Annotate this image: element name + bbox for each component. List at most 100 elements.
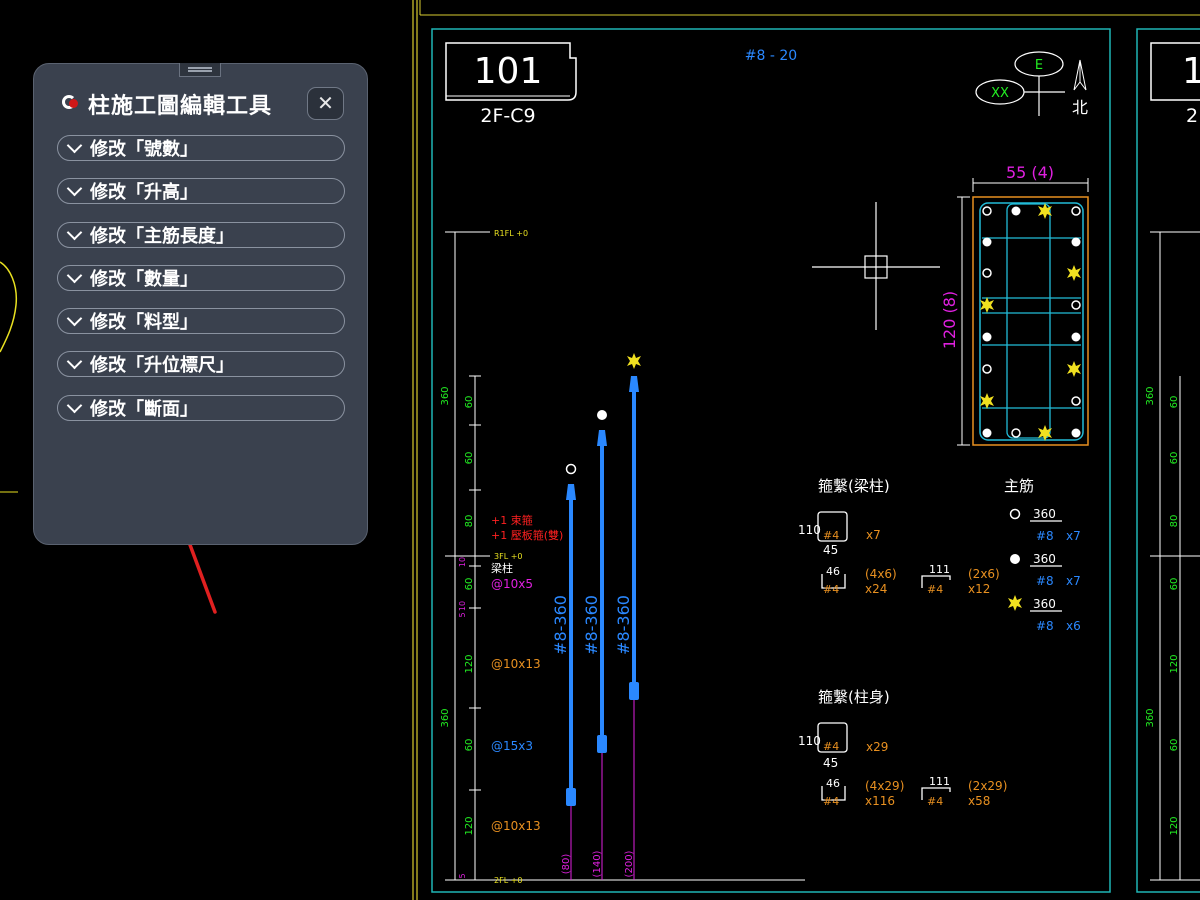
svg-text:120: 120: [1169, 654, 1180, 673]
svg-text:5: 5: [458, 873, 467, 878]
svg-text:110: 110: [798, 523, 821, 537]
svg-text:111: 111: [929, 563, 950, 576]
svg-text:60: 60: [464, 396, 475, 409]
svg-text:360: 360: [1145, 386, 1156, 405]
close-button[interactable]: ✕: [307, 87, 344, 120]
svg-text:x6: x6: [1066, 619, 1081, 633]
bar-label: #8 - 20: [745, 48, 797, 64]
column-section: [972, 196, 1089, 446]
svg-text:5: 5: [458, 612, 467, 617]
svg-text:80: 80: [464, 515, 475, 528]
main-bars-schedule: 主筋 360 #8 x7 360 #8 x7 360 #8 x6: [1004, 477, 1081, 633]
svg-text:#8: #8: [1036, 529, 1054, 543]
svg-text:@15x3: @15x3: [491, 739, 533, 753]
svg-text:60: 60: [1169, 578, 1180, 591]
next-sheet: 1 2 360 360 60 60 80 60 120 60 120: [1136, 28, 1200, 893]
app-logo-icon: [60, 93, 82, 115]
svg-text:x29: x29: [866, 740, 888, 754]
svg-text:#8: #8: [1036, 574, 1054, 588]
svg-text:@10x13: @10x13: [491, 657, 541, 671]
svg-text:360: 360: [440, 386, 451, 405]
svg-text:#4: #4: [823, 740, 839, 753]
chevron-down-icon: [66, 354, 83, 370]
svg-text:110: 110: [798, 734, 821, 748]
menu-item-number[interactable]: 修改「號數」: [57, 135, 345, 161]
svg-text:@10x13: @10x13: [491, 819, 541, 833]
svg-text:60: 60: [464, 739, 475, 752]
svg-text:111: 111: [929, 775, 950, 788]
svg-text:360: 360: [440, 708, 451, 727]
svg-text:主筋: 主筋: [1004, 477, 1034, 495]
panel-title: 柱施工圖編輯工具: [88, 94, 273, 119]
svg-text:箍繫(柱身): 箍繫(柱身): [818, 688, 890, 706]
svg-text:@10x5: @10x5: [491, 577, 533, 591]
svg-text:北: 北: [1072, 98, 1088, 117]
svg-text:x12: x12: [968, 582, 990, 596]
svg-text:#4: #4: [927, 583, 943, 596]
stirrup-schedule-column: 箍繫(柱身) 110 45 #4 x29 46 #4 (4x29) x116 1…: [798, 688, 1007, 808]
title-block: [445, 42, 577, 101]
svg-text:46: 46: [826, 565, 840, 578]
svg-text:#8: #8: [1036, 619, 1054, 633]
menu-item-raise[interactable]: 修改「升高」: [57, 178, 345, 205]
svg-text:120: 120: [464, 654, 475, 673]
menu-item-section[interactable]: 修改「斷面」: [57, 394, 345, 421]
svg-text:120 (8): 120 (8): [940, 291, 959, 349]
svg-text:x7: x7: [866, 528, 881, 542]
chevron-down-icon: [66, 181, 83, 197]
svg-text:45: 45: [823, 756, 838, 770]
svg-text:#8-360: #8-360: [614, 595, 633, 655]
compass: E XX 北: [975, 51, 1088, 117]
svg-text:XX: XX: [991, 86, 1009, 101]
svg-text:梁柱: 梁柱: [491, 561, 513, 575]
elevation-scale: R1FL +0 3FL +0 2FL +0 360 360 60 60 80 1…: [440, 229, 805, 885]
svg-text:120: 120: [464, 816, 475, 835]
svg-text:360: 360: [1033, 552, 1056, 566]
chevron-down-icon: [66, 397, 83, 414]
column-id: 2F-C9: [480, 105, 535, 127]
svg-text:x58: x58: [968, 794, 990, 808]
menu-item-level-ruler[interactable]: 修改「升位標尺」: [57, 351, 345, 378]
column-number: 101: [474, 51, 543, 92]
sheet-frame: [431, 28, 1111, 893]
svg-text:x7: x7: [1066, 529, 1081, 543]
chevron-down-icon: [66, 224, 83, 240]
cad-curve: [0, 261, 18, 353]
svg-text:(200): (200): [624, 850, 635, 877]
stirrup-schedule-beam: 箍繫(梁柱) 110 45 #4 x7 46 #4 (4x6) x24 111 …: [798, 477, 1000, 596]
svg-text:(80): (80): [561, 854, 572, 875]
svg-text:(140): (140): [592, 850, 603, 877]
svg-text:60: 60: [1169, 452, 1180, 465]
svg-text:#4: #4: [823, 795, 839, 808]
svg-text:#4: #4: [823, 529, 839, 542]
menu-item-quantity[interactable]: 修改「數量」: [57, 264, 345, 291]
svg-text:+1 束箍: +1 束箍: [491, 513, 533, 527]
svg-text:360: 360: [1033, 507, 1056, 521]
chevron-down-icon: [66, 310, 83, 327]
svg-text:10: 10: [458, 557, 467, 567]
svg-text:360: 360: [1145, 708, 1156, 727]
menu-item-bar-length[interactable]: 修改「主筋長度」: [57, 221, 345, 248]
svg-text:#8-360: #8-360: [582, 595, 601, 655]
svg-text:(4x29): (4x29): [865, 779, 904, 793]
tool-panel: 柱施工圖編輯工具 ✕ 修改「號數」 修改「升高」 修改「主筋長度」 修改「數量」…: [33, 63, 368, 545]
svg-text:46: 46: [826, 777, 840, 790]
section-dims: 55 (4) 120 (8): [940, 163, 1089, 446]
chevron-down-icon: [66, 267, 83, 284]
svg-text:2: 2: [1186, 105, 1198, 127]
svg-text:80: 80: [1169, 515, 1180, 528]
annotations: +1 束箍 +1 壓板箍(雙) 梁柱 @10x5 @10x13 @15x3 @1…: [491, 513, 563, 833]
svg-text:E: E: [1035, 58, 1043, 73]
crosshair-cursor: [812, 202, 940, 330]
svg-text:60: 60: [464, 452, 475, 465]
svg-text:360: 360: [1033, 597, 1056, 611]
svg-text:(2x6): (2x6): [968, 567, 1000, 581]
svg-text:1: 1: [1182, 51, 1200, 92]
svg-text:2FL +0: 2FL +0: [494, 876, 522, 885]
menu-item-material[interactable]: 修改「料型」: [57, 308, 345, 335]
svg-text:R1FL +0: R1FL +0: [494, 229, 528, 238]
drag-handle[interactable]: [179, 63, 221, 77]
svg-text:(4x6): (4x6): [865, 567, 897, 581]
svg-text:60: 60: [464, 578, 475, 591]
